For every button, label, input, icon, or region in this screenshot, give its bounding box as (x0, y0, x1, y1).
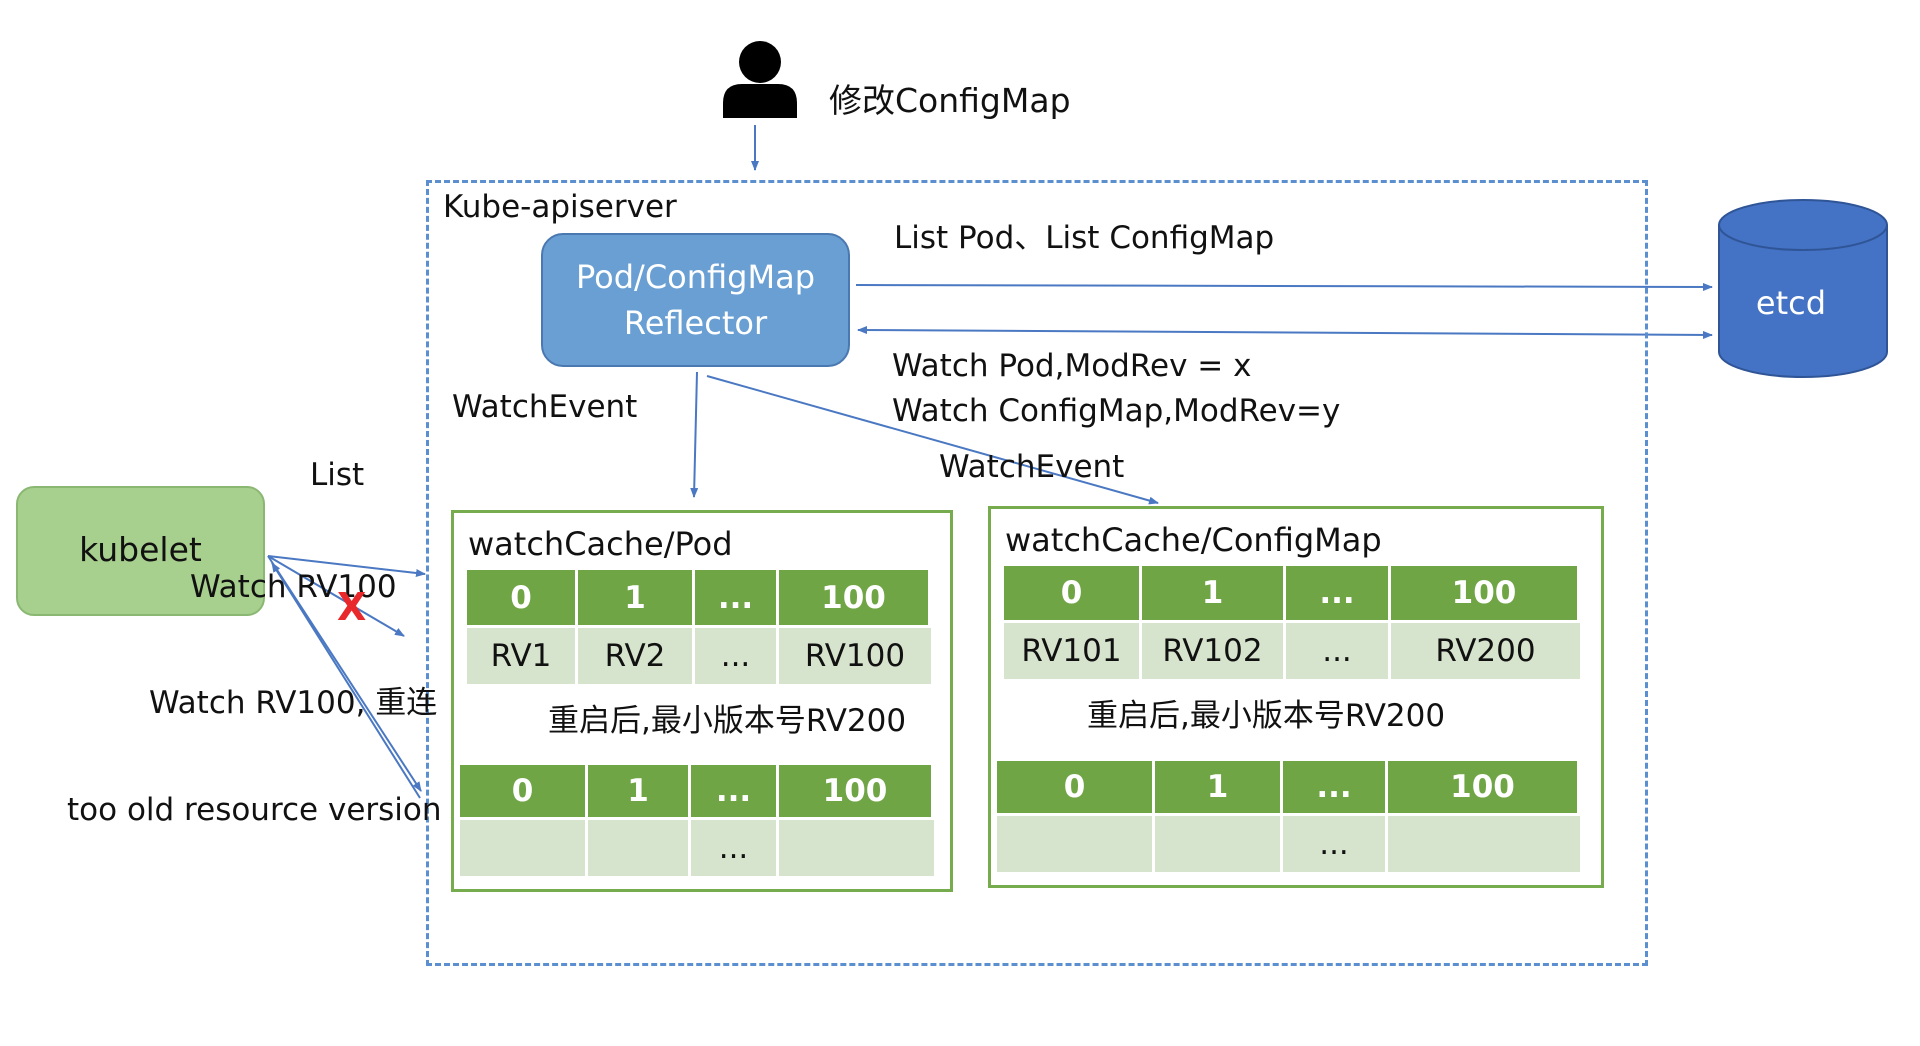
watch-pod-label: Watch Pod,ModRev = x (892, 348, 1252, 384)
pod-cache-rv: RV100 (779, 628, 931, 684)
configmap-cache-index: 1 (1142, 566, 1286, 623)
pod-cache-after-index: 100 (779, 765, 934, 820)
kubelet-reconnect-label: Watch RV100, 重连 (149, 685, 438, 721)
watch-failed-mark: X (337, 585, 367, 629)
event-to-configmap-cache-arrow (706, 375, 1159, 505)
watch-event-configmap-label: WatchEvent (939, 449, 1125, 485)
pod-cache-after-index: 0 (460, 765, 588, 820)
watch-configmap-label: Watch ConfigMap,ModRev=y (892, 393, 1341, 429)
configmap-cache-after-rv (1155, 816, 1283, 872)
pod-cache-after-index: 1 (588, 765, 691, 820)
pod-restart-note: 重启后,最小版本号RV200 (548, 703, 907, 739)
configmap-watch-cache: watchCache/ConfigMap 0 1 ... 100 RV101 R… (988, 506, 1604, 888)
kubelet-reconnect-arrow (267, 555, 422, 792)
kubelet-label: kubelet (79, 529, 202, 569)
reflector-label-line1: Pod/ConfigMap (575, 258, 816, 296)
configmap-cache-after-rv (1388, 816, 1580, 872)
configmap-cache-index: 100 (1391, 566, 1580, 623)
configmap-cache-title: watchCache/ConfigMap (1005, 521, 1382, 559)
reflector-node[interactable]: Pod/ConfigMap Reflector (541, 233, 850, 367)
kubelet-node[interactable]: kubelet (16, 486, 265, 616)
watch-etcd-arrow (857, 326, 1713, 339)
reflector-label-line2: Reflector (623, 304, 768, 342)
pod-cache-after-rv (779, 820, 934, 876)
pod-cache-after-rv (460, 820, 588, 876)
apiserver-label: Kube-apiserver (443, 189, 677, 225)
pod-cache-index: 1 (578, 570, 695, 628)
pod-cache-title: watchCache/Pod (468, 525, 733, 563)
configmap-cache-rv: RV101 (1004, 623, 1142, 679)
kubelet-list-arrow (267, 555, 426, 577)
configmap-cache-after-index: ... (1283, 761, 1388, 816)
kubelet-watch-label: Watch RV100 (190, 569, 397, 605)
configmap-cache-rv: RV200 (1391, 623, 1580, 679)
list-to-etcd-label: List Pod、List ConfigMap (894, 220, 1275, 256)
configmap-cache-after-index: 100 (1388, 761, 1580, 816)
person-icon (723, 41, 797, 118)
kubelet-list-label: List (310, 457, 365, 493)
configmap-cache-rv: ... (1286, 623, 1391, 679)
event-to-pod-cache-arrow (690, 371, 699, 498)
list-to-etcd-arrow (855, 282, 1713, 291)
pod-watch-cache: watchCache/Pod 0 1 ... 100 RV1 RV2 ... R… (451, 510, 953, 892)
pod-cache-index: 0 (467, 570, 578, 628)
configmap-cache-table: 0 1 ... 100 RV101 RV102 ... RV200 (1004, 566, 1580, 679)
pod-cache-after-rv: ... (691, 820, 779, 876)
kubelet-watch-arrow (267, 555, 405, 637)
cylinder-icon (1718, 199, 1888, 378)
etcd-label: etcd (1755, 284, 1827, 322)
user-action-label: 修改ConfigMap (829, 81, 1071, 120)
pod-cache-rv: RV2 (578, 628, 695, 684)
configmap-cache-rv: RV102 (1142, 623, 1286, 679)
pod-cache-after-rv (588, 820, 691, 876)
configmap-cache-after-index: 1 (1155, 761, 1283, 816)
watch-event-pod-label: WatchEvent (452, 389, 638, 425)
pod-cache-rv: ... (695, 628, 779, 684)
configmap-cache-after-rv (997, 816, 1155, 872)
too-old-label: too old resource version (67, 792, 442, 828)
configmap-cache-index: ... (1286, 566, 1391, 623)
pod-cache-after-index: ... (691, 765, 779, 820)
configmap-cache-after-rv: ... (1283, 816, 1388, 872)
pod-cache-index: 100 (779, 570, 931, 628)
pod-cache-index: ... (695, 570, 779, 628)
pod-cache-table: 0 1 ... 100 RV1 RV2 ... RV100 (467, 570, 931, 684)
apiserver-boundary (426, 180, 1648, 966)
configmap-restart-note: 重启后,最小版本号RV200 (1087, 698, 1446, 734)
too-old-response-arrow (271, 562, 421, 799)
configmap-cache-index: 0 (1004, 566, 1142, 623)
configmap-cache-after-index: 0 (997, 761, 1155, 816)
configmap-cache-after-table: 0 1 ... 100 ... (997, 761, 1580, 872)
pod-cache-rv: RV1 (467, 628, 578, 684)
pod-cache-after-table: 0 1 ... 100 ... (460, 765, 934, 876)
